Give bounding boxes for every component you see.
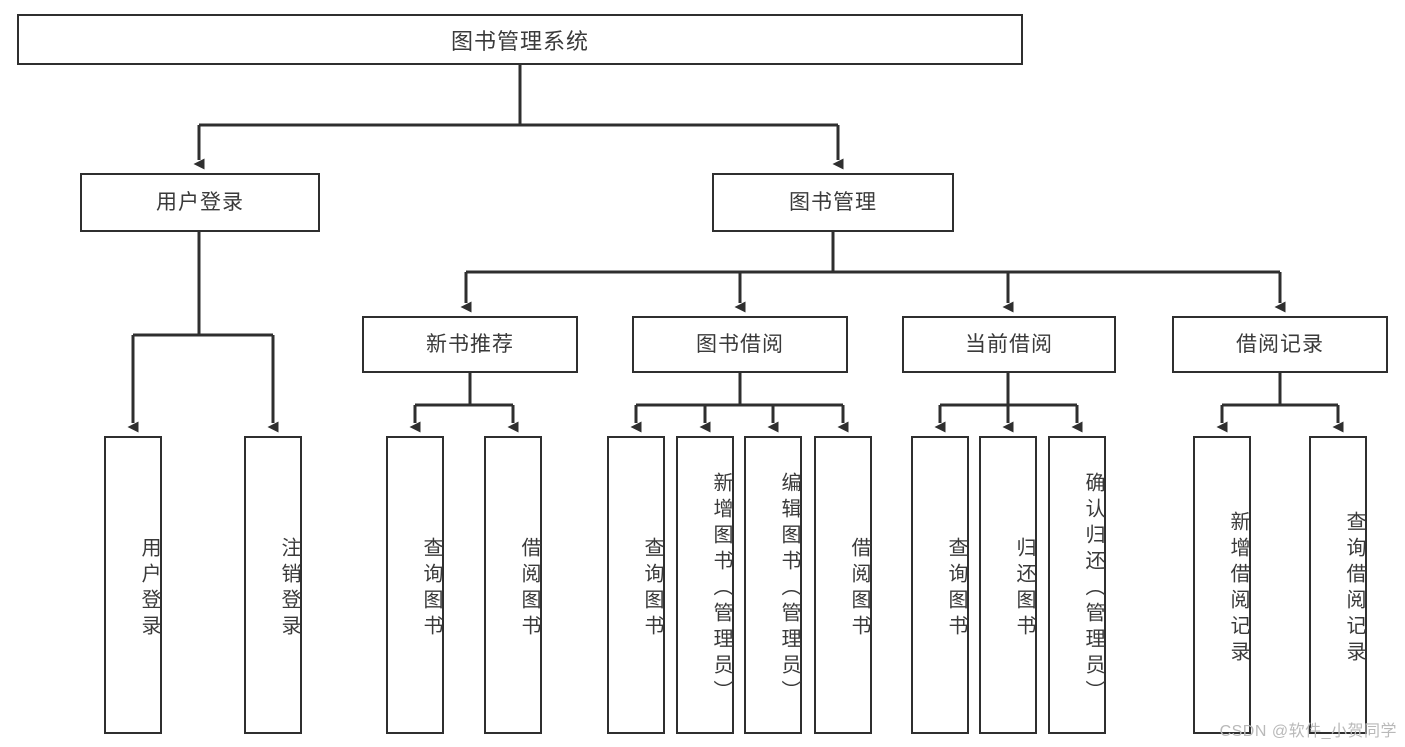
- node-label: 新增图书（管理员）: [710, 472, 732, 706]
- leaf-user-login[interactable]: 用户登录: [104, 436, 162, 734]
- node-label: 当前借阅: [965, 332, 1053, 356]
- watermark: CSDN @软件_小贺同学: [1219, 723, 1397, 740]
- leaf-confirm-return-admin[interactable]: 确认归还（管理员）: [1048, 436, 1106, 734]
- leaf-add-book-admin[interactable]: 新增图书（管理员）: [676, 436, 734, 734]
- leaf-query-borrow-record[interactable]: 查询借阅记录: [1309, 436, 1367, 734]
- node-label: 用户登录: [156, 190, 244, 214]
- node-label: 新增借阅记录: [1227, 511, 1249, 667]
- leaf-query-book-recommend[interactable]: 查询图书: [386, 436, 444, 734]
- node-label: 图书管理系统: [450, 28, 589, 54]
- node-new-book-recommend[interactable]: 新书推荐: [362, 316, 578, 373]
- node-label: 查询图书: [420, 537, 442, 641]
- node-label: 注销登录: [278, 537, 300, 641]
- node-label: 归还图书: [1013, 537, 1035, 641]
- node-borrow-record[interactable]: 借阅记录: [1172, 316, 1388, 373]
- node-label: 确认归还（管理员）: [1082, 472, 1104, 706]
- node-label: 图书管理: [789, 190, 877, 214]
- node-label: 借阅记录: [1236, 332, 1324, 356]
- node-current-borrow[interactable]: 当前借阅: [902, 316, 1116, 373]
- node-label: 编辑图书（管理员）: [778, 472, 800, 706]
- leaf-borrow-book[interactable]: 借阅图书: [814, 436, 872, 734]
- leaf-query-book-current[interactable]: 查询图书: [911, 436, 969, 734]
- node-label: 新书推荐: [426, 332, 514, 356]
- node-label: 查询借阅记录: [1343, 511, 1365, 667]
- node-label: 借阅图书: [518, 537, 540, 641]
- node-root-book-management-system[interactable]: 图书管理系统: [17, 14, 1023, 65]
- node-label: 用户登录: [138, 537, 160, 641]
- leaf-return-book[interactable]: 归还图书: [979, 436, 1037, 734]
- leaf-edit-book-admin[interactable]: 编辑图书（管理员）: [744, 436, 802, 734]
- leaf-borrow-book-recommend[interactable]: 借阅图书: [484, 436, 542, 734]
- leaf-logout[interactable]: 注销登录: [244, 436, 302, 734]
- leaf-add-borrow-record[interactable]: 新增借阅记录: [1193, 436, 1251, 734]
- node-label: 查询图书: [945, 537, 967, 641]
- node-book-management[interactable]: 图书管理: [712, 173, 954, 232]
- leaf-query-book-borrow[interactable]: 查询图书: [607, 436, 665, 734]
- node-label: 借阅图书: [848, 537, 870, 641]
- node-user-login[interactable]: 用户登录: [80, 173, 320, 232]
- node-label: 图书借阅: [696, 332, 784, 356]
- node-label: 查询图书: [641, 537, 663, 641]
- node-book-borrow[interactable]: 图书借阅: [632, 316, 848, 373]
